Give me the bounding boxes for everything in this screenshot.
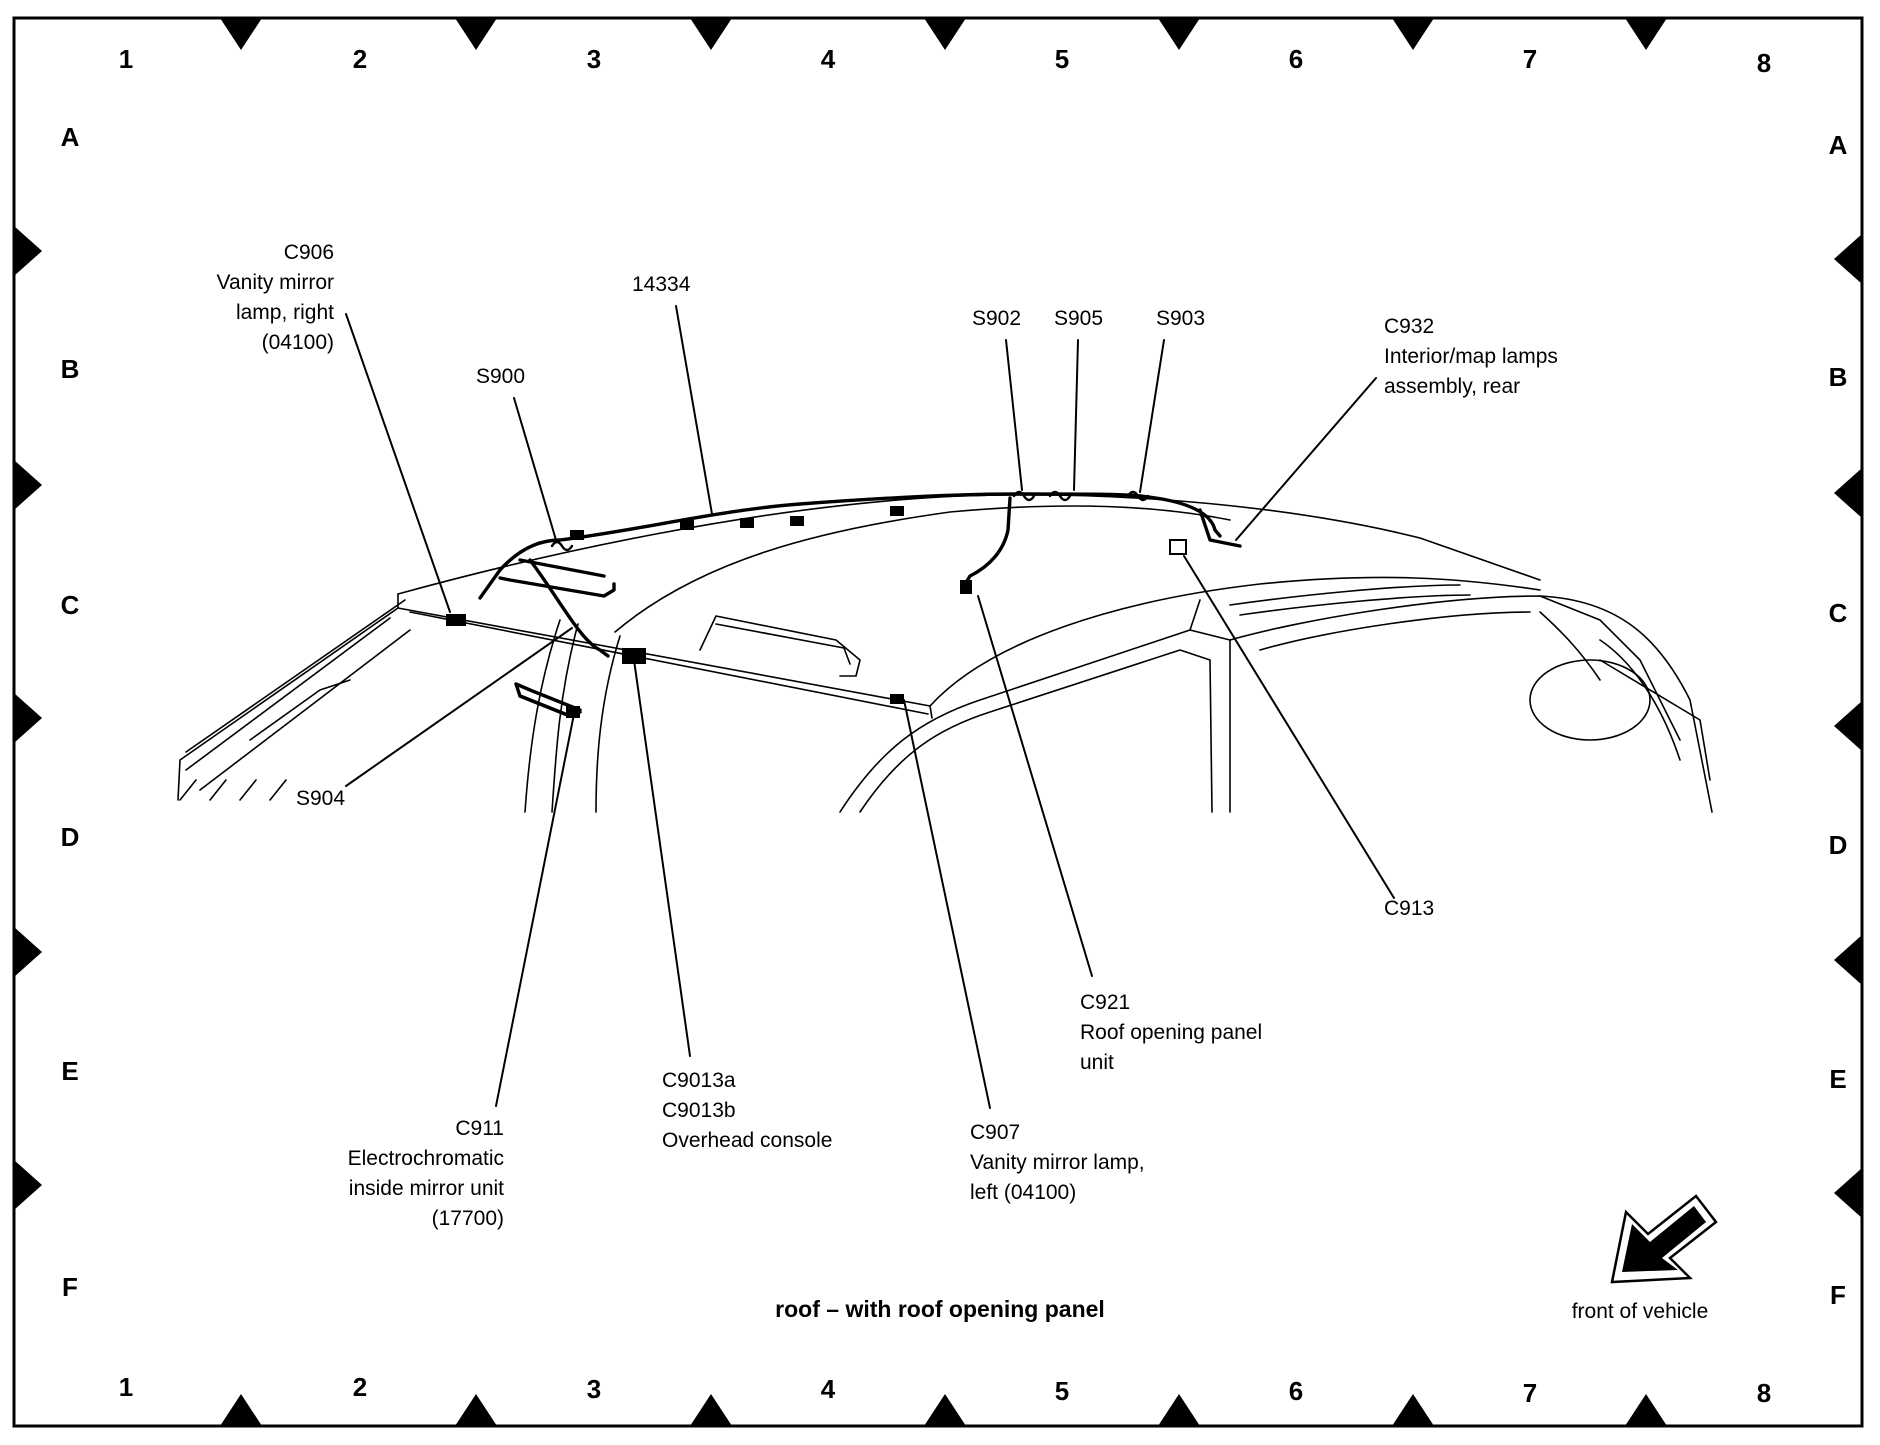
col-label-4: 4 xyxy=(820,44,836,74)
c906-connector xyxy=(446,614,466,626)
callout-c906: C906 Vanity mirror lamp, right (04100) xyxy=(150,238,334,358)
callout-14334: 14334 xyxy=(632,270,690,300)
leader-s905 xyxy=(1073,339,1079,491)
c907-id: C907 xyxy=(970,1121,1021,1144)
c932-id: C932 xyxy=(1384,315,1435,338)
col-label-8: 8 xyxy=(1756,48,1772,78)
callout-c921: C921 Roof opening panel unit xyxy=(1080,988,1262,1078)
c911-id: C911 xyxy=(455,1117,504,1140)
col-label-3: 3 xyxy=(586,44,602,74)
s900-id: S900 xyxy=(476,365,526,388)
c907-desc-2: left (04100) xyxy=(970,1181,1077,1204)
front-arrow-icon xyxy=(1610,1194,1718,1284)
callout-s904: S904 xyxy=(296,784,345,814)
leader-c921 xyxy=(977,595,1093,977)
col-label-1-bottom: 1 xyxy=(118,1372,134,1402)
callout-c9013: C9013a C9013b Overhead console xyxy=(662,1066,832,1156)
col-label-6: 6 xyxy=(1288,44,1304,74)
leader-c913 xyxy=(1183,555,1395,899)
leader-c932 xyxy=(1235,377,1377,541)
col-label-7-bottom: 7 xyxy=(1522,1378,1538,1408)
col-label-3-bottom: 3 xyxy=(586,1374,602,1404)
c932-desc-1: Interior/map lamps xyxy=(1384,345,1558,368)
leader-c907 xyxy=(903,699,991,1109)
row-label-e-right: E xyxy=(1829,1064,1847,1094)
c906-desc-1: Vanity mirror xyxy=(216,271,334,294)
row-label-d-right: D xyxy=(1828,830,1848,860)
col-label-7: 7 xyxy=(1522,44,1538,74)
callout-c907: C907 Vanity mirror lamp, left (04100) xyxy=(970,1118,1145,1208)
c921-desc-2: unit xyxy=(1080,1051,1114,1074)
c911-desc-1: Electrochromatic xyxy=(347,1147,504,1170)
diagram-caption: roof – with roof opening panel xyxy=(775,1296,1105,1322)
leader-c9013 xyxy=(633,659,691,1057)
leader-s903 xyxy=(1139,339,1165,493)
leader-s904 xyxy=(345,627,573,787)
c906-part-number: (04100) xyxy=(261,331,334,354)
col-label-1: 1 xyxy=(118,44,134,74)
c911-part-number: (17700) xyxy=(431,1207,504,1230)
callout-c911: C911 Electrochromatic inside mirror unit… xyxy=(304,1114,504,1234)
col-label-5: 5 xyxy=(1054,44,1070,74)
grid-markers xyxy=(14,18,1862,1426)
row-label-a-right: A xyxy=(1828,130,1848,160)
callout-s903: S903 xyxy=(1156,304,1205,334)
leader-c906 xyxy=(345,313,451,613)
callout-s905: S905 xyxy=(1054,304,1103,334)
s903-id: S903 xyxy=(1156,307,1206,330)
col-label-4-bottom: 4 xyxy=(820,1374,836,1404)
callout-s900: S900 xyxy=(476,362,525,392)
row-label-e: E xyxy=(61,1056,79,1086)
leader-14334 xyxy=(675,305,713,515)
c907-desc-1: Vanity mirror lamp, xyxy=(970,1151,1145,1174)
col-label-5-bottom: 5 xyxy=(1054,1376,1070,1406)
s902-id: S902 xyxy=(972,307,1022,330)
leader-c911 xyxy=(495,713,575,1107)
col-label-2-bottom: 2 xyxy=(352,1372,368,1402)
row-label-f-right: F xyxy=(1830,1280,1846,1310)
row-label-a: A xyxy=(60,122,80,152)
leader-s900 xyxy=(513,397,557,541)
c913-id: C913 xyxy=(1384,897,1435,920)
row-label-b-right: B xyxy=(1828,362,1848,392)
c9013a-id: C9013a xyxy=(662,1069,736,1092)
col-label-2: 2 xyxy=(352,44,368,74)
c921-desc-1: Roof opening panel xyxy=(1080,1021,1263,1044)
row-label-f: F xyxy=(62,1272,78,1302)
c906-id: C906 xyxy=(283,241,334,264)
diagram-border xyxy=(12,16,1864,1428)
c906-desc-2: lamp, right xyxy=(235,301,334,324)
row-label-c: C xyxy=(60,590,80,620)
c911-desc-2: inside mirror unit xyxy=(348,1177,504,1200)
row-label-c-right: C xyxy=(1828,598,1848,628)
c9013-desc: Overhead console xyxy=(662,1129,833,1152)
leader-s902 xyxy=(1005,339,1023,491)
row-label-b: B xyxy=(60,354,80,384)
s905-id: S905 xyxy=(1054,307,1104,330)
s904-id: S904 xyxy=(296,787,346,810)
col-label-6-bottom: 6 xyxy=(1288,1376,1304,1406)
c921-id: C921 xyxy=(1080,991,1131,1014)
c9013b-id: C9013b xyxy=(662,1099,736,1122)
callout-s902: S902 xyxy=(972,304,1021,334)
part-14334: 14334 xyxy=(632,273,691,296)
c932-desc-2: assembly, rear xyxy=(1384,375,1521,398)
callout-c932: C932 Interior/map lamps assembly, rear xyxy=(1384,312,1558,402)
front-of-vehicle-label: front of vehicle xyxy=(1571,1300,1709,1323)
col-label-8-bottom: 8 xyxy=(1756,1378,1772,1408)
row-label-d: D xyxy=(60,822,80,852)
callout-c913: C913 xyxy=(1384,894,1434,924)
